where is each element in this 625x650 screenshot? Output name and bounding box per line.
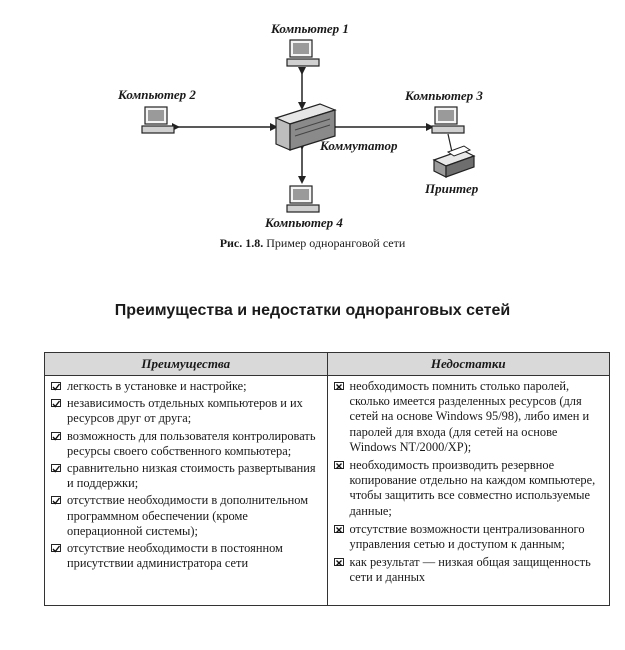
network-diagram: Компьютер 1 Компьютер 2 Компьютер 3 Комп… — [0, 0, 625, 270]
label-computer-1: Компьютер 1 — [271, 21, 349, 36]
list-item: отсутствие необходимости в постоянном пр… — [51, 541, 321, 571]
header-advantages: Преимущества — [45, 353, 328, 375]
label-printer: Принтер — [425, 181, 479, 196]
label-computer-3: Компьютер 3 — [405, 88, 483, 103]
computer-1-icon — [286, 39, 320, 67]
list-item: необходимость производить резервное копи… — [333, 458, 604, 519]
label-switch: Коммутатор — [320, 138, 398, 153]
figure-caption: Рис. 1.8. Пример одноранговой сети — [0, 236, 625, 251]
list-item-text: возможность для пользователя контролиров… — [67, 428, 316, 458]
figure-caption-text: Пример одноранговой сети — [263, 236, 406, 250]
section-title: Преимущества и недостатки одноранговых с… — [114, 302, 511, 319]
list-item: независимость отдельных компьютеров и их… — [51, 396, 321, 426]
list-item-text: необходимость помнить столько паролей, с… — [349, 379, 590, 454]
check-box-icon — [51, 399, 61, 408]
list-item-text: необходимость производить резервное копи… — [349, 458, 596, 518]
check-box-icon — [51, 464, 61, 473]
figure-caption-number: Рис. 1.8. — [219, 236, 264, 250]
list-item-text: сравнительно низкая стоимость развертыва… — [67, 461, 316, 491]
advantages-column: легкость в установке и настройке; независ… — [45, 376, 328, 605]
computer-2-icon — [141, 106, 175, 134]
switch-icon — [274, 103, 337, 151]
printer-icon — [432, 133, 476, 178]
list-item-text: как результат — низкая общая защищенност… — [349, 555, 591, 585]
list-item-text: легкость в установке и настройке; — [67, 379, 247, 393]
list-item-text: отсутствие необходимости в постоянном пр… — [67, 541, 283, 571]
computer-3-icon — [431, 106, 465, 134]
disadvantages-column: необходимость помнить столько паролей, с… — [328, 376, 610, 605]
table-header: Преимущества Недостатки — [45, 353, 609, 376]
label-computer-2: Компьютер 2 — [118, 87, 196, 102]
check-box-icon — [51, 496, 61, 506]
comparison-table: Преимущества Недостатки легкость в устан… — [44, 352, 610, 606]
list-item: отсутствие необходимости в дополнительно… — [51, 493, 321, 539]
connection-lines — [172, 67, 434, 184]
check-box-icon — [51, 431, 61, 441]
table-body: легкость в установке и настройке; независ… — [45, 376, 609, 605]
network-diagram-drawing — [141, 39, 476, 213]
cross-box-icon — [333, 461, 344, 470]
list-item: отсутствие возможности централизованного… — [333, 521, 604, 552]
label-computer-4: Компьютер 4 — [265, 215, 343, 230]
list-item-text: отсутствие возможности централизованного… — [349, 521, 585, 552]
list-item-text: отсутствие необходимости в дополнительно… — [67, 493, 309, 538]
list-item: возможность для пользователя контролиров… — [51, 429, 321, 459]
list-item: легкость в установке и настройке; — [51, 379, 321, 394]
header-disadvantages: Недостатки — [430, 356, 506, 371]
list-item-text: независимость отдельных компьютеров и их… — [67, 396, 303, 426]
list-item: как результат — низкая общая защищенност… — [333, 555, 604, 585]
list-item: необходимость помнить столько паролей, с… — [333, 379, 604, 455]
list-item: сравнительно низкая стоимость развертыва… — [51, 461, 321, 491]
cross-box-icon — [333, 524, 344, 533]
check-box-icon — [51, 544, 61, 553]
cross-box-icon — [333, 382, 344, 390]
computer-4-icon — [286, 185, 320, 213]
check-box-icon — [51, 382, 61, 391]
cross-box-icon — [333, 558, 344, 567]
